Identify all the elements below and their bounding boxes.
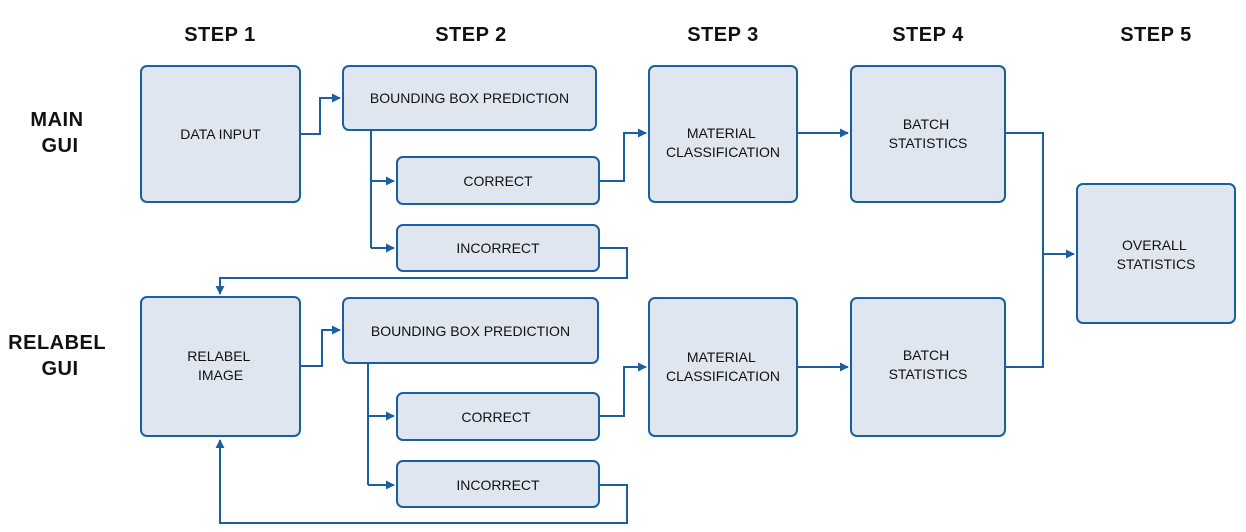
svg-text:MATERIAL CLASSIFICATION: MATERIAL CLASSIFICATION xyxy=(666,125,780,160)
main-batch-statistics-line-2: STATISTICS xyxy=(889,135,968,151)
relabel-gui-label-line-1: RELABEL xyxy=(8,332,106,354)
main-batch-statistics-box: BATCH STATISTICS xyxy=(850,65,1006,203)
relabel-image-box: RELABEL IMAGE xyxy=(140,296,301,437)
svg-text:DATA INPUT: DATA INPUT xyxy=(180,126,261,142)
main-material-classification-box: MATERIAL CLASSIFICATION xyxy=(648,65,798,203)
svg-text:MATERIAL CLASSIFICATION: MATERIAL CLASSIFICATION xyxy=(666,349,780,384)
relabel-incorrect-loop-arrow xyxy=(215,439,628,524)
relabel-correct-line-1: CORRECT xyxy=(461,409,531,425)
relabel-batch-statistics-line-1: BATCH xyxy=(903,347,949,363)
svg-text:OVERALL STATISTICS: OVERALL STATISTICS xyxy=(1117,237,1196,272)
main-gui-label-line-2: GUI xyxy=(41,135,78,157)
relabel-image-line-1: RELABEL xyxy=(187,348,250,364)
svg-text:BOUNDING BOX PREDICTION: BOUNDING BOX PREDICTION xyxy=(371,323,570,339)
relabel-incorrect-box: INCORRECT xyxy=(396,460,600,508)
main-material-classification-line-1: MATERIAL xyxy=(687,125,756,141)
step-2-label: STEP 2 xyxy=(435,24,507,46)
relabel-bbox-prediction-box: BOUNDING BOX PREDICTION xyxy=(342,297,599,364)
relabel-correct-box: CORRECT xyxy=(396,392,600,441)
relabel-image-line-2: IMAGE xyxy=(198,367,243,383)
svg-text:CORRECT: CORRECT xyxy=(461,409,531,425)
main-bbox-prediction-box: BOUNDING BOX PREDICTION xyxy=(342,65,597,131)
overall-statistics-box: OVERALL STATISTICS xyxy=(1076,183,1236,324)
relabel-gui-label-line-2: GUI xyxy=(41,358,78,380)
main-data-input-box: DATA INPUT xyxy=(140,65,301,203)
svg-text:CORRECT: CORRECT xyxy=(463,173,533,189)
relabel-batch-statistics-line-2: STATISTICS xyxy=(889,366,968,382)
step-1-label: STEP 1 xyxy=(184,24,256,46)
overall-statistics-line-2: STATISTICS xyxy=(1117,256,1196,272)
relabel-material-classification-box: MATERIAL CLASSIFICATION xyxy=(648,297,798,437)
relabel-incorrect-line-1: INCORRECT xyxy=(456,477,540,493)
main-batch-to-overall-line xyxy=(1005,132,1044,254)
relabel-material-classification-line-2: CLASSIFICATION xyxy=(666,368,780,384)
svg-text:BOUNDING BOX PREDICTION: BOUNDING BOX PREDICTION xyxy=(370,90,569,106)
relabel-correct-to-material-arrow xyxy=(599,362,647,417)
main-incorrect-box: INCORRECT xyxy=(396,224,600,272)
step-5-label: STEP 5 xyxy=(1120,24,1192,46)
step-4-label: STEP 4 xyxy=(892,24,964,46)
relabel-batch-to-overall-line xyxy=(1005,254,1044,368)
step-3-label: STEP 3 xyxy=(687,24,759,46)
main-data-input-to-bbox-arrow xyxy=(300,93,341,135)
relabel-bbox-prediction-line-1: BOUNDING BOX PREDICTION xyxy=(371,323,570,339)
relabel-material-classification-line-1: MATERIAL xyxy=(687,349,756,365)
svg-text:INCORRECT: INCORRECT xyxy=(456,477,540,493)
svg-text:RELABEL IMAGE: RELABEL IMAGE xyxy=(187,348,253,383)
main-correct-box: CORRECT xyxy=(396,156,600,205)
main-correct-to-material-arrow xyxy=(599,128,647,182)
relabel-batch-statistics-box: BATCH STATISTICS xyxy=(850,297,1006,437)
main-data-input-line-1: DATA INPUT xyxy=(180,126,261,142)
overall-statistics-line-1: OVERALL xyxy=(1122,237,1187,253)
main-gui-label: MAIN GUI xyxy=(30,109,89,157)
main-incorrect-to-relabel-arrow xyxy=(215,247,628,295)
main-correct-line-1: CORRECT xyxy=(463,173,533,189)
svg-text:INCORRECT: INCORRECT xyxy=(456,240,540,256)
main-batch-statistics-line-1: BATCH xyxy=(903,116,949,132)
main-gui-label-line-1: MAIN xyxy=(30,109,83,131)
main-bbox-prediction-line-1: BOUNDING BOX PREDICTION xyxy=(370,90,569,106)
relabel-image-to-bbox-arrow xyxy=(300,325,341,367)
main-incorrect-line-1: INCORRECT xyxy=(456,240,540,256)
svg-text:BATCH STATISTICS: BATCH STATISTICS xyxy=(889,116,968,151)
relabel-gui-label: RELABEL GUI xyxy=(8,332,112,380)
svg-text:BATCH STATISTICS: BATCH STATISTICS xyxy=(889,347,968,382)
main-material-classification-line-2: CLASSIFICATION xyxy=(666,144,780,160)
